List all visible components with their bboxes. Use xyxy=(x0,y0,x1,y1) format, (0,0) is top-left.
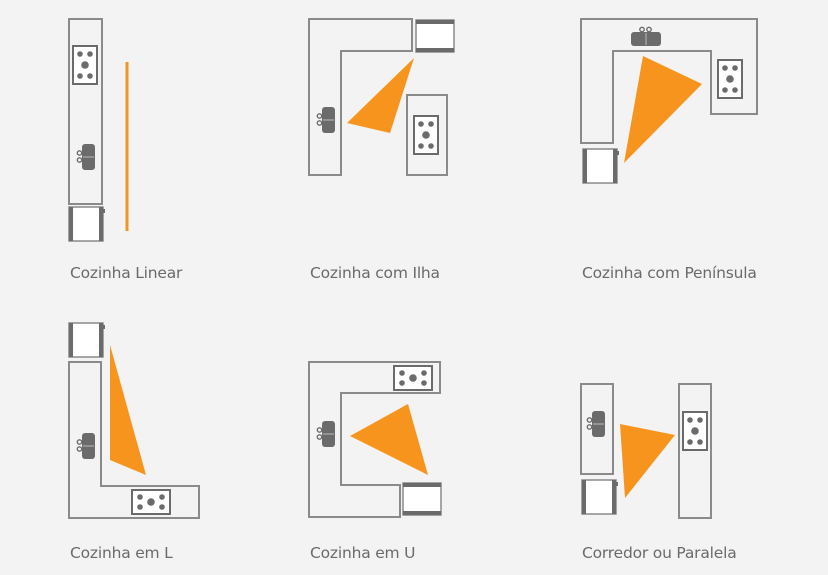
l-counter xyxy=(308,18,413,176)
sink-icon xyxy=(76,143,96,171)
left-counter xyxy=(580,383,614,475)
counter xyxy=(68,18,103,205)
sink-icon xyxy=(316,106,336,134)
sink-icon xyxy=(630,26,662,47)
l-counter xyxy=(68,361,200,519)
fridge-icon xyxy=(68,206,106,242)
fridge-icon xyxy=(415,19,455,53)
fridge-icon xyxy=(68,322,106,358)
label-paralela: Corredor ou Paralela xyxy=(582,544,737,562)
stove-icon xyxy=(131,489,171,515)
diagram-linear xyxy=(68,18,129,242)
work-triangle xyxy=(620,424,675,498)
u-counter xyxy=(308,361,441,518)
island xyxy=(406,94,448,176)
fridge-icon xyxy=(581,479,619,515)
stove-icon xyxy=(717,59,743,99)
work-triangle xyxy=(624,56,702,163)
sink-icon xyxy=(586,410,606,438)
stove-icon xyxy=(413,115,439,155)
label-peninsula: Cozinha com Península xyxy=(582,264,757,282)
diagram-ilha xyxy=(308,18,455,176)
stove-icon xyxy=(72,45,98,85)
work-triangle xyxy=(110,345,146,475)
diagram-u xyxy=(308,361,442,518)
stove-icon xyxy=(682,411,708,451)
stove-icon xyxy=(393,365,433,391)
diagram-l xyxy=(68,322,200,519)
sink-icon xyxy=(76,432,96,460)
sink-icon xyxy=(316,420,336,448)
u-counter xyxy=(580,18,758,144)
label-ilha: Cozinha com Ilha xyxy=(310,264,440,282)
fridge-icon xyxy=(402,482,442,516)
label-l: Cozinha em L xyxy=(70,544,173,562)
diagram-peninsula xyxy=(580,18,758,184)
fridge-icon xyxy=(582,148,620,184)
right-counter xyxy=(678,383,712,519)
label-u: Cozinha em U xyxy=(310,544,416,562)
diagram-paralela xyxy=(580,383,712,519)
work-triangle xyxy=(347,58,414,133)
work-triangle xyxy=(350,404,428,475)
label-linear: Cozinha Linear xyxy=(70,264,183,282)
